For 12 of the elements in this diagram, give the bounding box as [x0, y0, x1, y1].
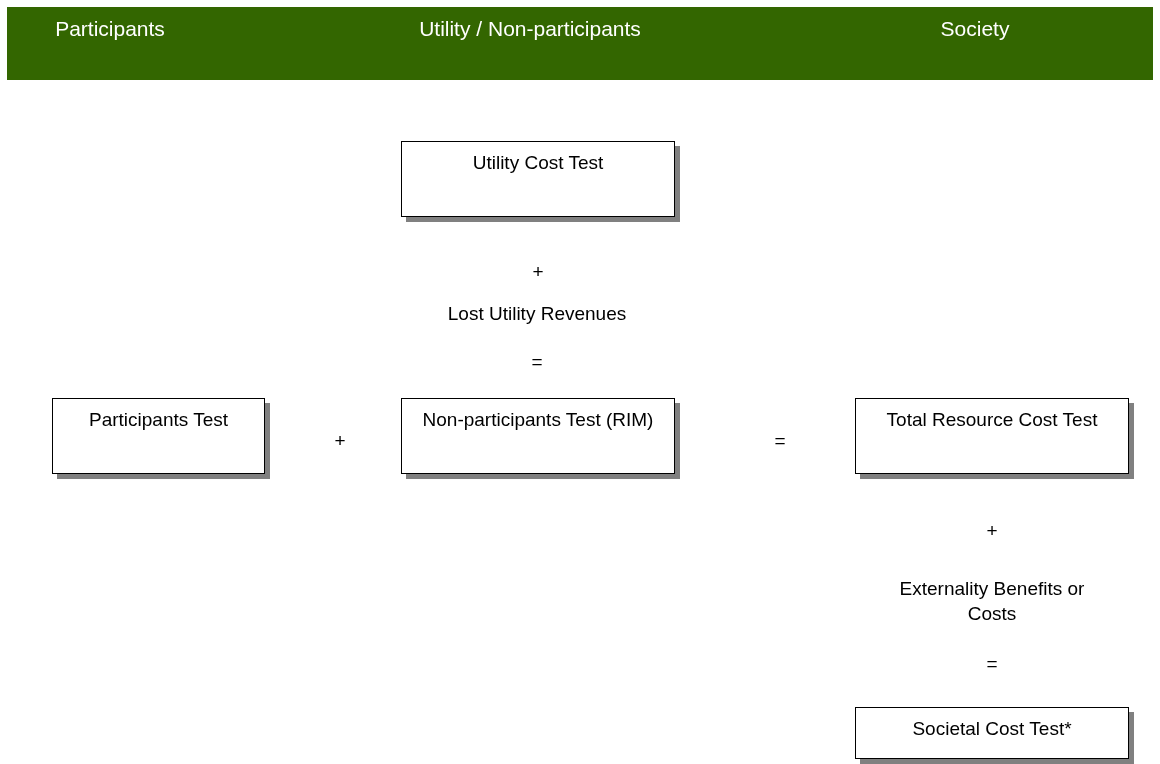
column-heading: Participants	[55, 17, 165, 41]
operator-sign: =	[774, 429, 786, 453]
term-label: Lost Utility Revenues	[447, 302, 627, 326]
operator-sign: +	[532, 260, 544, 284]
operator-sign: =	[986, 652, 998, 676]
header-band	[7, 7, 1153, 80]
column-heading: Utility / Non-participants	[419, 17, 641, 41]
term-label: Externality Benefits or Costs	[898, 577, 1086, 626]
operator-sign: =	[531, 350, 543, 374]
operator-sign: +	[986, 519, 998, 543]
operator-sign: +	[334, 429, 346, 453]
column-heading: Society	[940, 17, 1010, 41]
